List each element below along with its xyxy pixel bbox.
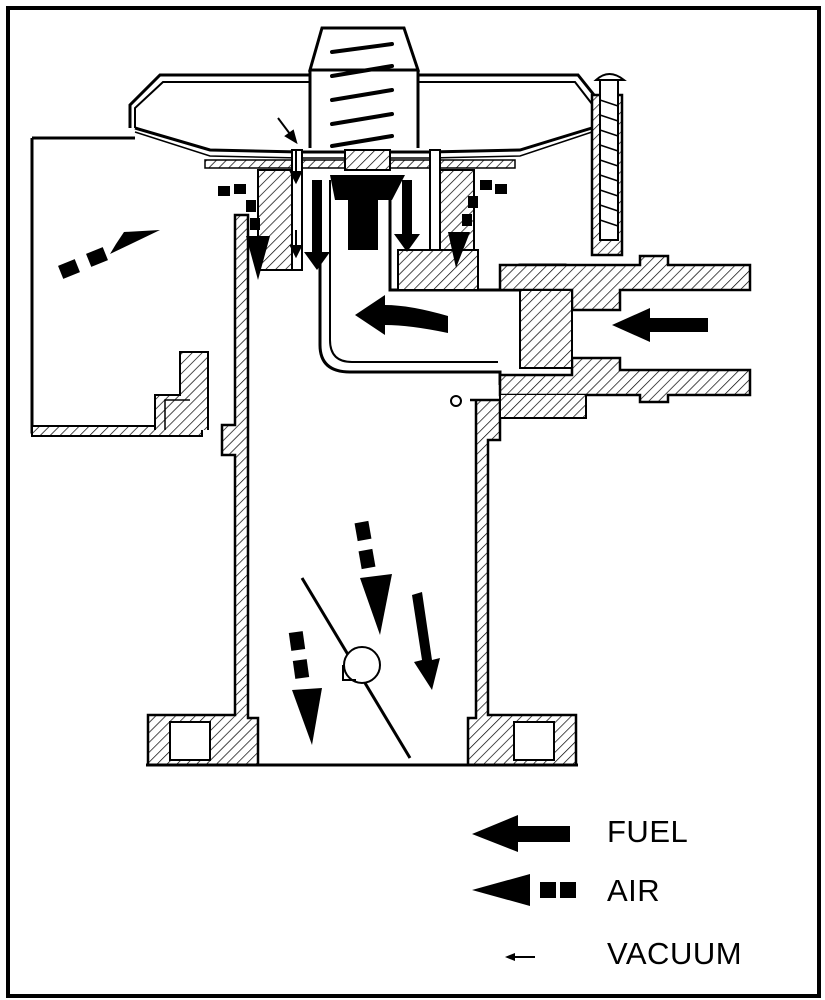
legend-fuel-label: FUEL: [607, 814, 689, 849]
vent-hole: [450, 395, 462, 407]
spring-coil: [330, 42, 394, 148]
fuel-flow-arrows: [304, 180, 708, 690]
legend-air-label: AIR: [607, 873, 661, 908]
vacuum-arrows: [277, 117, 303, 259]
legend-air-icon: [472, 874, 576, 906]
throttle-body: [146, 213, 578, 767]
diagram-frame: [6, 6, 821, 998]
right-housing: [590, 73, 627, 257]
legend-fuel-icon: [472, 815, 570, 852]
throttle-plate: [300, 577, 412, 759]
air-inlet-horn: [30, 136, 209, 437]
fuel-inlet-fitting: [498, 254, 752, 419]
fuel-passage: [318, 180, 567, 385]
air-flow-arrows: [58, 180, 507, 745]
legend-vacuum-icon: [505, 953, 535, 961]
legend-vacuum-label: VACUUM: [607, 936, 743, 971]
